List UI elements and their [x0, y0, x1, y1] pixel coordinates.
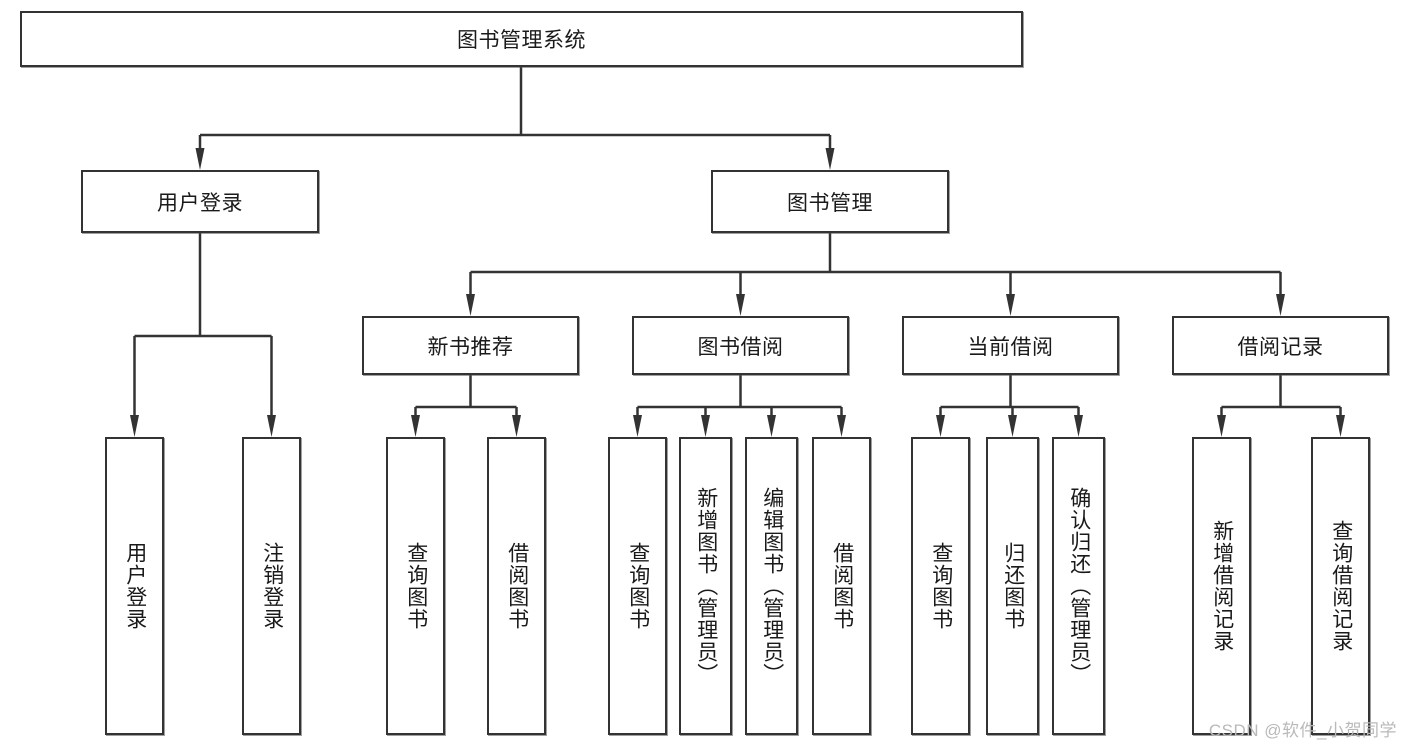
node-label-leaf_borrow_book_b: 借阅图书 [830, 542, 854, 630]
arrow-head-icon-new_book_rec-0 [411, 415, 420, 437]
node-label-leaf_return_book: 归还图书 [1001, 542, 1025, 630]
node-leaf_borrow_book_rec[interactable]: 借阅图书 [487, 437, 546, 735]
node-label-new_book_rec: 新书推荐 [427, 335, 514, 359]
arrow-head-icon-l3-1 [736, 294, 745, 316]
node-leaf_query_book_b[interactable]: 查询图书 [608, 437, 667, 735]
arrow-head-icon-l2-1 [825, 148, 835, 170]
node-label-leaf_user_login: 用户登录 [123, 542, 147, 630]
node-root[interactable]: 图书管理系统 [20, 11, 1023, 67]
arrow-head-icon-l3-2 [1006, 294, 1015, 316]
arrow-head-icon-borrow_record-1 [1336, 415, 1345, 437]
arrow-head-icon-current_borrow-2 [1074, 415, 1083, 437]
node-leaf_borrow_book_b[interactable]: 借阅图书 [812, 437, 871, 735]
node-label-borrow_record: 借阅记录 [1237, 335, 1324, 359]
arrow-head-icon-current_borrow-1 [1008, 415, 1017, 437]
node-label-leaf_edit_book: 编辑图书（管理员） [760, 487, 784, 685]
node-current_borrow[interactable]: 当前借阅 [902, 316, 1119, 375]
node-book_manage[interactable]: 图书管理 [711, 170, 949, 233]
node-leaf_return_book[interactable]: 归还图书 [986, 437, 1039, 735]
node-label-book_manage: 图书管理 [787, 191, 873, 215]
node-user_login[interactable]: 用户登录 [81, 170, 319, 233]
node-label-book_borrow: 图书借阅 [697, 335, 784, 359]
arrow-head-icon-new_book_rec-1 [512, 415, 521, 437]
node-leaf_user_login[interactable]: 用户登录 [105, 437, 164, 735]
node-leaf_logout[interactable]: 注销登录 [242, 437, 301, 735]
node-label-user_login: 用户登录 [157, 191, 243, 215]
node-label-root: 图书管理系统 [457, 29, 586, 52]
node-leaf_add_book[interactable]: 新增图书（管理员） [679, 437, 732, 735]
node-label-leaf_query_book_b: 查询图书 [626, 542, 650, 630]
arrow-head-icon-book_borrow-0 [633, 415, 642, 437]
arrow-head-icon-l3-3 [1276, 294, 1285, 316]
arrow-head-icon-borrow_record-0 [1217, 415, 1226, 437]
node-leaf_query_book_rec[interactable]: 查询图书 [386, 437, 445, 735]
arrow-head-icon-user_login-0 [130, 415, 139, 437]
node-label-leaf_borrow_book_rec: 借阅图书 [505, 542, 529, 630]
arrow-head-icon-l2-0 [195, 148, 205, 170]
node-label-leaf_confirm_return: 确认归还（管理员） [1067, 487, 1091, 685]
node-label-leaf_query_record: 查询借阅记录 [1329, 520, 1353, 652]
node-leaf_add_record[interactable]: 新增借阅记录 [1192, 437, 1251, 735]
node-leaf_edit_book[interactable]: 编辑图书（管理员） [745, 437, 798, 735]
node-borrow_record[interactable]: 借阅记录 [1172, 316, 1389, 375]
node-label-current_borrow: 当前借阅 [967, 335, 1054, 359]
arrow-head-icon-user_login-1 [267, 415, 276, 437]
arrow-head-icon-l3-0 [466, 294, 475, 316]
node-label-leaf_query_book_c: 查询图书 [929, 542, 953, 630]
arrow-head-icon-current_borrow-0 [936, 415, 945, 437]
node-label-leaf_logout: 注销登录 [260, 542, 284, 630]
watermark-text: CSDN @软件_小贺同学 [1208, 721, 1397, 740]
arrow-head-icon-book_borrow-1 [701, 415, 710, 437]
arrow-head-icon-book_borrow-2 [767, 415, 776, 437]
node-leaf_query_record[interactable]: 查询借阅记录 [1311, 437, 1370, 735]
arrow-head-icon-book_borrow-3 [837, 415, 846, 437]
node-label-leaf_add_record: 新增借阅记录 [1210, 520, 1234, 652]
node-label-leaf_add_book: 新增图书（管理员） [694, 487, 718, 685]
node-leaf_query_book_c[interactable]: 查询图书 [911, 437, 970, 735]
node-new_book_rec[interactable]: 新书推荐 [362, 316, 579, 375]
node-book_borrow[interactable]: 图书借阅 [632, 316, 849, 375]
node-label-leaf_query_book_rec: 查询图书 [404, 542, 428, 630]
node-leaf_confirm_return[interactable]: 确认归还（管理员） [1052, 437, 1105, 735]
